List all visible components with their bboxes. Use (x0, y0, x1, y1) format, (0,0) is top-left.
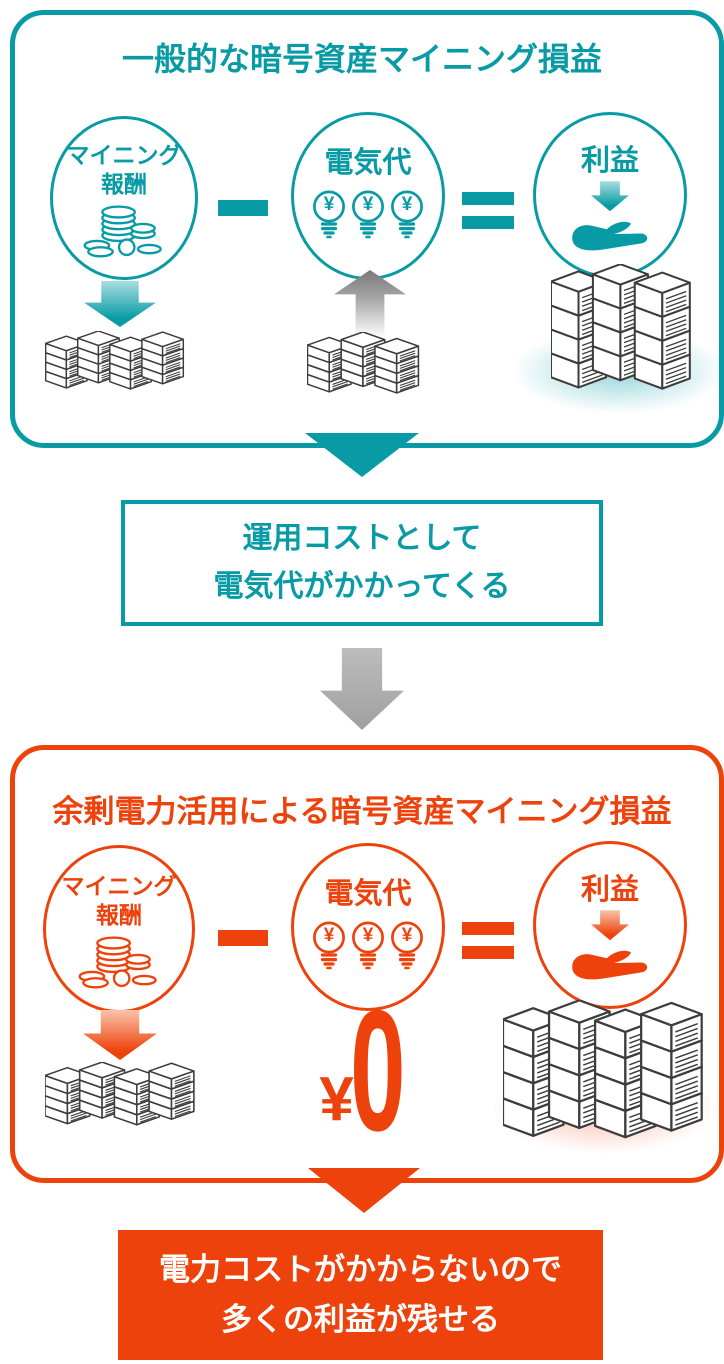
callout-more-profit-line1: 電力コストがかからないので (159, 1252, 562, 1287)
yen-bulb-icon: ¥ (311, 920, 347, 970)
money-stack-reward (45, 331, 185, 390)
yen-bulb-icon: ¥ (350, 189, 386, 239)
callout-operating-cost-line2: 電気代がかかってくる (213, 570, 511, 603)
yen-symbol: ¥ (323, 194, 335, 216)
circle-profit: 利益 (533, 112, 687, 278)
hand-receive-icon (572, 951, 648, 980)
minus-operator (218, 930, 268, 946)
callout-more-profit-line2: 多くの利益が残せる (221, 1302, 500, 1337)
circle-profit: 利益 (533, 841, 687, 1009)
yen-symbol: ¥ (362, 194, 374, 216)
money-stack-profit-large (503, 1000, 703, 1148)
section-surplus-down-pointer (308, 1168, 420, 1213)
circle-electricity-cost: 電気代 ¥ ¥ ¥ (291, 843, 445, 1011)
mining-reward-label-line2: 報酬 (101, 170, 147, 197)
callout-more-profit: 電力コストがかからないので 多くの利益が残せる (118, 1230, 603, 1360)
section-surplus-title: 余剰電力活用による暗号資産マイニング損益 (52, 794, 672, 829)
section-general-title: 一般的な暗号資産マイニング損益 (121, 41, 602, 77)
zero-yen-currency: ¥ (319, 1065, 354, 1135)
electricity-label: 電気代 (324, 878, 412, 910)
minus-operator (218, 200, 268, 216)
zero-yen-amount: 0 (349, 974, 406, 1167)
yen-symbol: ¥ (323, 925, 335, 947)
yen-bulb-icon: ¥ (389, 920, 425, 970)
coin-stack-icon (78, 935, 157, 988)
yen-bulb-icon: ¥ (389, 189, 425, 239)
circle-mining-reward: マイニング 報酬 (43, 845, 195, 1013)
yen-symbol: ¥ (362, 925, 374, 947)
transition-arrow (320, 648, 404, 730)
yen-bulb-icon: ¥ (350, 920, 386, 970)
profit-label: 利益 (580, 145, 639, 177)
down-arrow-icon (591, 181, 629, 212)
coin-stack-icon (83, 204, 162, 257)
circle-mining-reward: マイニング 報酬 (50, 116, 198, 280)
money-stack-reward (45, 1062, 195, 1126)
circle-electricity-cost: 電気代 ¥ ¥ ¥ (291, 112, 445, 280)
yen-bulb-icon: ¥ (311, 189, 347, 239)
mining-reward-label-line1: マイニング (61, 873, 177, 899)
profit-label: 利益 (580, 874, 639, 906)
yen-symbol: ¥ (401, 194, 413, 216)
mining-reward-label-line2: 報酬 (96, 901, 142, 928)
hand-receive-icon (572, 222, 648, 251)
mining-reward-label-line1: マイニング (66, 142, 182, 168)
callout-operating-cost-line1: 運用コストとして (242, 522, 482, 555)
electricity-label: 電気代 (324, 147, 412, 179)
down-arrow-icon (591, 910, 629, 941)
callout-operating-cost: 運用コストとして 電気代がかかってくる (121, 500, 603, 626)
section-general-down-pointer (305, 433, 419, 477)
money-stack-profit (551, 264, 691, 390)
yen-symbol: ¥ (401, 925, 413, 947)
zero-yen-cost: ¥ 0 (265, 974, 460, 1167)
money-stack-electricity (307, 332, 420, 394)
